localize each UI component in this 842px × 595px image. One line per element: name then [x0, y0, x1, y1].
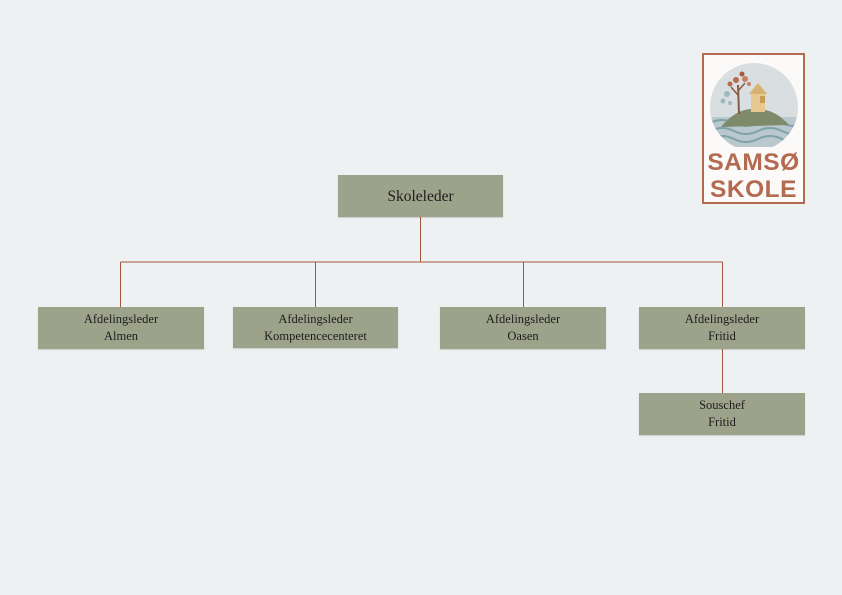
afdelingsleder-almen-role: Afdelingsleder	[83, 312, 159, 326]
samso-skole-logo: SAMSØ SKOLE	[702, 53, 805, 204]
afdelingsleder-oasen-role: Afdelingsleder	[485, 312, 561, 326]
skoleleder-title: Skoleleder	[387, 187, 454, 205]
souschef-fritid-role: Souschef	[699, 398, 745, 412]
skoleleder-box: Skoleleder	[338, 175, 503, 217]
island-emblem-icon	[710, 63, 798, 147]
afdelingsleder-kompetencecenteret-unit: Kompetencecenteret	[264, 328, 367, 343]
afdelingsleder-kompetencecenteret-role: Afdelingsleder	[278, 311, 353, 326]
afdelingsleder-fritid-role: Afdelingsleder	[684, 312, 760, 326]
souschef-fritid-unit: Fritid	[708, 415, 736, 429]
afdelingsleder-oasen-unit: Oasen	[507, 329, 539, 343]
logo-text-line1: SAMSØ	[707, 149, 800, 176]
afdelingsleder-oasen-box: Afdelingsleder Oasen	[440, 307, 606, 349]
afdelingsleder-almen-box: Afdelingsleder Almen	[38, 307, 204, 349]
souschef-fritid-box: Souschef Fritid	[639, 393, 805, 435]
afdelingsleder-fritid-box: Afdelingsleder Fritid	[639, 307, 805, 349]
logo-text-line2: SKOLE	[710, 176, 797, 203]
afdelingsleder-almen-unit: Almen	[103, 329, 139, 343]
afdelingsleder-fritid-unit: Fritid	[708, 329, 736, 343]
afdelingsleder-kompetencecenteret-box: Afdelingsleder Kompetencecenteret	[233, 307, 398, 348]
